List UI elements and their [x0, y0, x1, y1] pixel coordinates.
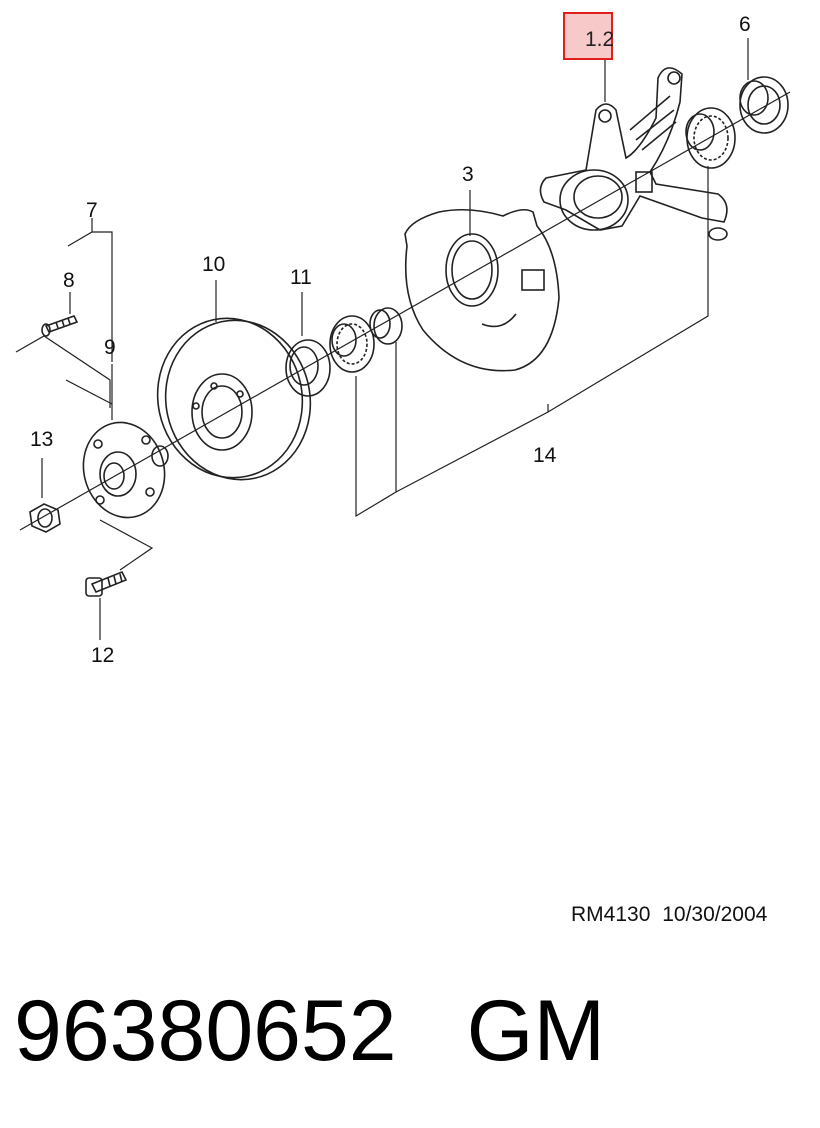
- bracket-9: [15, 335, 113, 408]
- callout-14: 14: [533, 444, 557, 467]
- assembly-axis: [19, 91, 791, 531]
- callout-9: 9: [104, 336, 116, 359]
- spacer-ring: [369, 307, 403, 345]
- steering-knuckle: [539, 67, 728, 241]
- seal-6: [739, 76, 789, 134]
- part-number: 96380652: [14, 983, 397, 1079]
- callout-6: 6: [739, 13, 751, 36]
- callout-13: 13: [30, 428, 54, 451]
- hub-flange: [82, 421, 169, 519]
- callout-1-2: 1.2: [585, 28, 615, 51]
- drawing-reference: RM4130 10/30/2004: [571, 903, 768, 926]
- bolt-12: [85, 570, 128, 597]
- hub-nut: [29, 503, 61, 533]
- callout-highlight-1-2[interactable]: 1.2: [563, 12, 615, 60]
- callout-12: 12: [91, 644, 115, 667]
- bracket-12: [99, 519, 154, 571]
- callout-7: 7: [86, 199, 98, 222]
- callout-3: 3: [462, 163, 474, 186]
- callout-11: 11: [290, 266, 312, 289]
- callout-8: 8: [63, 269, 75, 292]
- brand-name: GM: [466, 983, 606, 1079]
- bracket-7: [67, 218, 113, 362]
- bracket-14: [355, 166, 709, 518]
- splash-shield: [404, 208, 560, 372]
- bearing-outer: [685, 107, 736, 169]
- seal-11: [285, 339, 331, 397]
- brake-disc: [156, 317, 312, 481]
- exploded-hub-diagram: [15, 38, 791, 640]
- callout-10: 10: [202, 253, 226, 276]
- bearing-inner: [329, 315, 375, 373]
- wheel-stud-8: [41, 315, 79, 337]
